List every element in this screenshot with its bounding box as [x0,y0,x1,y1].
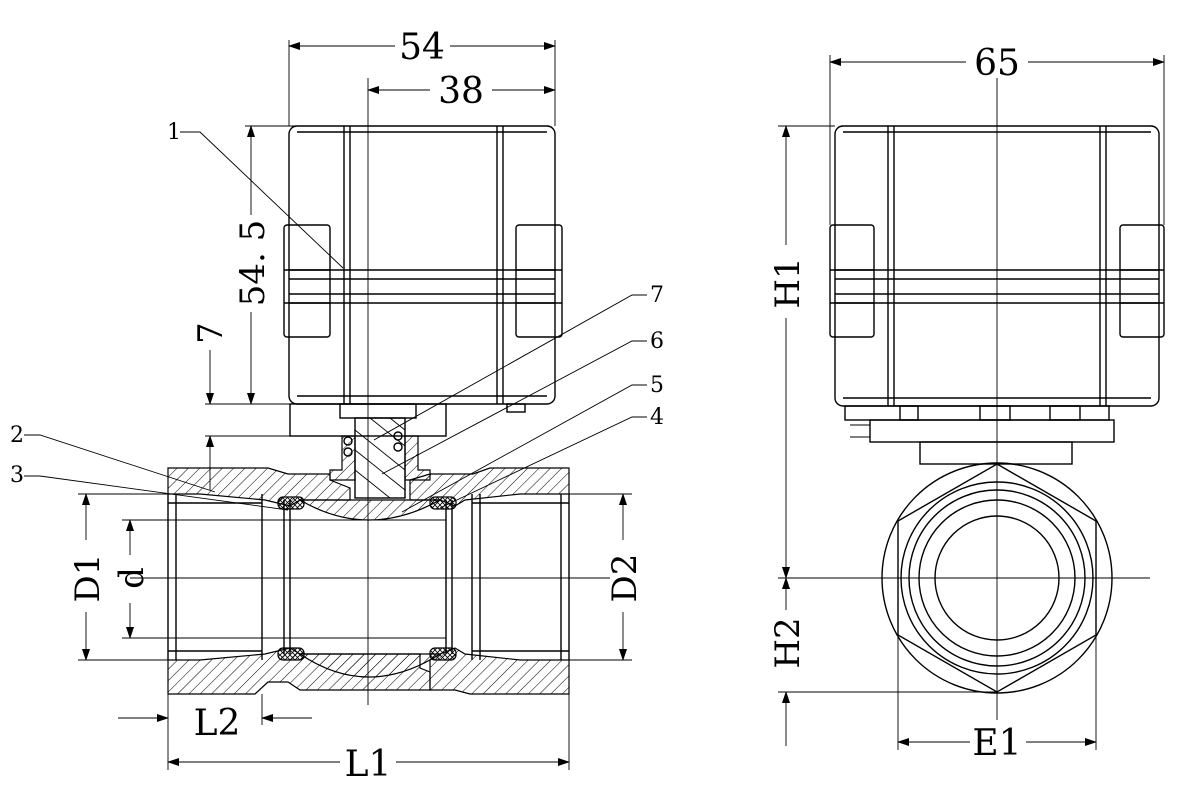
dim-7-label: 7 [191,322,231,344]
dim-l1-label: L1 [345,744,392,785]
dim-e1: E1 [897,635,1097,764]
dim-l1: L1 [167,694,570,785]
dim-h2-label: H2 [768,617,808,668]
seat-seals [277,496,457,661]
callout-4-label: 4 [650,405,664,430]
callout-7-label: 7 [650,283,664,308]
dim-d1-label: D1 [68,554,108,603]
dim-side-width: 65 [829,43,1165,225]
dim-d-label: d [112,567,152,589]
dim-top-inner: 38 [367,71,556,112]
dim-d: d [112,519,290,639]
callout-3-label: 3 [10,463,24,488]
side-view: 65 H1 H2 E1 [768,43,1165,764]
dim-actuator-height: 54. 5 [205,125,300,405]
callout-1: 1 [167,120,344,269]
callout-4: 4 [439,405,664,509]
side-bracket [844,405,1115,465]
callout-2-label: 2 [10,423,24,448]
dim-d2-label: D2 [605,554,645,603]
dim-d1: D1 [68,493,168,661]
callout-7: 7 [373,283,664,441]
callout-5-label: 5 [650,373,664,398]
dim-h1: H1 [768,125,855,579]
dim-65-label: 65 [974,43,1020,84]
dim-h2: H2 [768,577,997,746]
dim-l2-label: L2 [194,703,241,744]
callout-2: 2 [10,423,216,493]
callout-5: 5 [401,373,664,513]
callout-6-label: 6 [650,329,664,354]
dim-54-5-label: 54. 5 [233,220,273,307]
dim-l2: L2 [118,694,312,770]
dim-h1-label: H1 [768,257,808,308]
dim-54-label: 54 [399,27,445,68]
front-section-view: 54 38 54. 5 7 D1 [10,27,664,785]
callout-1-label: 1 [167,120,181,145]
actuator-housing [283,125,563,413]
callout-6: 6 [381,329,664,475]
dim-e1-label: E1 [972,723,1021,764]
dim-d2: D2 [569,493,645,661]
dim-stem-height: 7 [191,322,290,490]
dim-38-label: 38 [438,71,484,112]
callout-3: 3 [10,463,289,511]
dim-top-outer: 54 [288,27,556,126]
